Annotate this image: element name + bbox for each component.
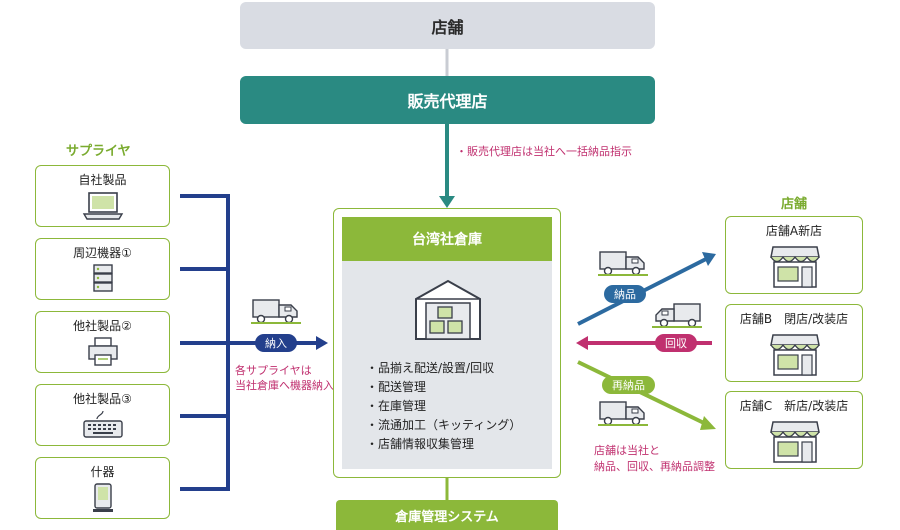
operation-item: ・流通加工（キッティング）: [366, 418, 522, 432]
dealer-note: ・販売代理店は当社へ一括納品指示: [456, 145, 632, 158]
supplier-box: 自社製品: [35, 165, 170, 227]
dealer-box: 販売代理店: [240, 76, 655, 124]
keyboard-icon: [83, 410, 123, 438]
warehouse-panel: 台湾社倉庫 ・品揃え配送/設置/回収 ・配送管理 ・在庫管理 ・流通加工（キッテ…: [342, 217, 552, 469]
store-label: 店舗A新店: [765, 224, 823, 238]
wms-label: 倉庫管理システム: [395, 509, 499, 525]
supplier-label: 什器: [90, 465, 115, 479]
store-box: 店舗B 閉店/改装店: [725, 304, 863, 382]
warehouse-operations-list: ・品揃え配送/設置/回収 ・配送管理 ・在庫管理 ・流通加工（キッティング） ・…: [366, 359, 521, 454]
supplier-label: 他社製品③: [73, 392, 132, 406]
suppliers-title: サプライヤ: [66, 144, 131, 159]
truck-icon: [251, 299, 301, 324]
top-store-box: 店舗: [240, 2, 655, 49]
store-label: 店舗B 閉店/改装店: [739, 312, 849, 326]
dealer-label: 販売代理店: [407, 92, 488, 111]
storefront-icon: [770, 334, 820, 376]
operation-item: ・品揃え配送/設置/回収: [366, 361, 495, 375]
supplier-label: 他社製品②: [73, 319, 132, 333]
inbound-note-line1: 各サプライヤは: [235, 364, 312, 377]
storefront-icon: [770, 421, 820, 463]
store-box: 店舗C 新店/改装店: [725, 391, 863, 469]
supplier-box: 他社製品②: [35, 311, 170, 373]
operation-item: ・在庫管理: [366, 399, 427, 413]
supplier-box: 什器: [35, 457, 170, 519]
flow-note-line1: 店舗は当社と: [594, 444, 660, 457]
store-box: 店舗A新店: [725, 216, 863, 294]
collection-pill: 回収: [655, 334, 697, 352]
delivery-arrowhead: [702, 252, 716, 266]
inbound-arrowhead: [316, 336, 328, 350]
collection-arrowhead: [576, 336, 588, 350]
supplier-box: 周辺機器①: [35, 238, 170, 300]
dealer-warehouse-arrowhead: [439, 196, 455, 208]
server-icon: [93, 264, 113, 292]
supplier-box: 他社製品③: [35, 384, 170, 446]
supplier-label: 周辺機器①: [73, 246, 132, 260]
redelivery-pill: 再納品: [602, 376, 655, 394]
wms-box: 倉庫管理システム: [336, 500, 558, 530]
inbound-pill: 納入: [255, 334, 297, 352]
operation-item: ・店舗情報収集管理: [366, 437, 475, 451]
warehouse-box: 台湾社倉庫 ・品揃え配送/設置/回収 ・配送管理 ・在庫管理 ・流通加工（キッテ…: [333, 208, 561, 478]
redelivery-arrowhead: [700, 416, 716, 430]
supplier-bracket: [180, 194, 318, 491]
top-store-label: 店舗: [431, 17, 464, 37]
store-label: 店舗C 新店/改装店: [739, 399, 849, 413]
kiosk-icon: [93, 483, 113, 512]
storefront-icon: [770, 246, 820, 288]
truck-icon: [598, 401, 648, 426]
flow-note-line2: 納品、回収、再納品調整: [594, 460, 715, 473]
warehouse-title: 台湾社倉庫: [342, 217, 552, 261]
operation-item: ・配送管理: [366, 380, 427, 394]
supplier-label: 自社製品: [78, 173, 127, 187]
stores-title: 店舗: [781, 197, 808, 212]
warehouse-icon: [415, 279, 481, 340]
delivery-pill: 納品: [604, 285, 646, 303]
truck-icon: [652, 303, 702, 328]
inbound-note-line2: 当社倉庫へ機器納入: [235, 379, 334, 392]
laptop-icon: [82, 192, 124, 220]
truck-icon: [598, 251, 648, 276]
printer-icon: [88, 337, 118, 366]
